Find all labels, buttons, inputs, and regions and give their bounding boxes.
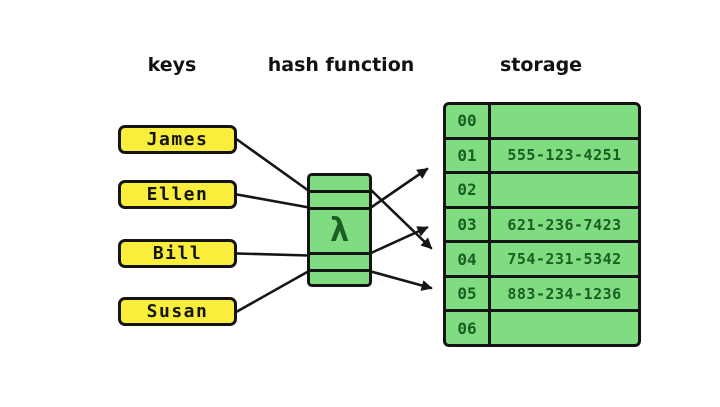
connector-james-to-hash [235,138,311,193]
key-label: Susan [146,301,209,322]
arrow-hash-to-slot-05 [369,270,433,291]
key-label: Ellen [146,184,209,205]
slot-index: 06 [446,312,491,344]
storage-table: 00 01 555-123-4251 02 03 621-236-7423 04… [443,102,641,347]
hash-box-divider [310,252,369,255]
key-box-bill: Bill [118,239,237,268]
keys-header: keys [147,54,197,76]
slot-value [491,312,638,344]
slot-value: 621-236-7423 [507,215,622,234]
hash-box-divider [310,190,369,193]
slot-value: 754-231-5342 [507,250,622,269]
storage-row-00: 00 [446,105,638,137]
arrow-hash-to-slot-01 [369,167,429,209]
slot-index: 04 [446,243,491,275]
key-box-james: James [118,125,237,154]
slot-index: 00 [446,105,491,137]
key-box-ellen: Ellen [118,180,237,209]
key-label: James [146,129,209,150]
arrow-hash-to-slot-03 [369,226,429,255]
storage-row-06: 06 [446,309,638,344]
lambda-symbol: λ [329,210,350,249]
arrow-hash-to-slot-04 [369,188,433,250]
hash-function-header: hash function [267,54,415,76]
slot-value [491,174,638,206]
key-box-susan: Susan [118,297,237,326]
slot-value [491,105,638,137]
slot-value: 555-123-4251 [507,146,622,165]
slot-index: 01 [446,139,491,172]
slot-index: 02 [446,174,491,206]
storage-header: storage [499,54,583,76]
storage-row-03: 03 621-236-7423 [446,205,638,241]
hash-box-divider [310,207,369,210]
hash-function-box: λ [307,173,372,287]
slot-index: 03 [446,208,491,241]
connector-susan-to-hash [235,269,311,313]
storage-row-04: 04 754-231-5342 [446,240,638,275]
storage-row-01: 01 555-123-4251 [446,136,638,172]
key-label: Bill [152,243,203,264]
slot-index: 05 [446,277,491,310]
connector-bill-to-hash [235,252,311,257]
hash-box-divider [310,269,369,272]
storage-row-05: 05 883-234-1236 [446,274,638,310]
storage-row-02: 02 [446,171,638,206]
connector-ellen-to-hash [235,193,311,209]
slot-value: 883-234-1236 [507,284,622,303]
